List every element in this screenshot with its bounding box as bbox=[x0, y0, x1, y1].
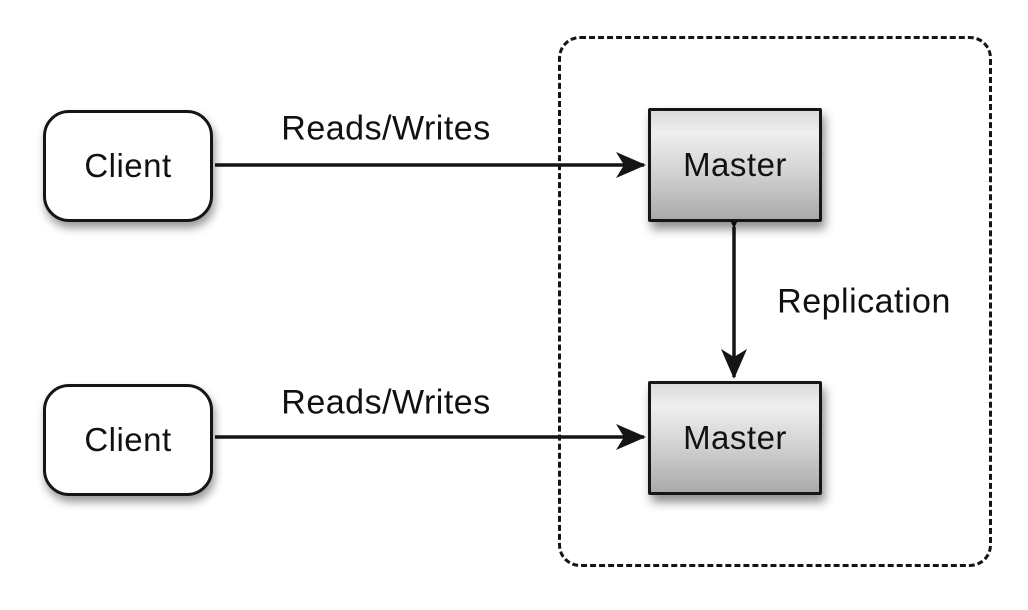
edge-label-reads-writes-bottom: Reads/Writes bbox=[281, 383, 491, 422]
client-node-top: Client bbox=[43, 110, 213, 222]
master-node-top: Master bbox=[648, 108, 822, 222]
replication-group-border bbox=[558, 36, 992, 567]
edge-label-replication: Replication bbox=[777, 282, 951, 321]
client-node-bottom: Client bbox=[43, 384, 213, 496]
edge-label-reads-writes-top: Reads/Writes bbox=[281, 109, 491, 148]
master-node-bottom: Master bbox=[648, 381, 822, 495]
